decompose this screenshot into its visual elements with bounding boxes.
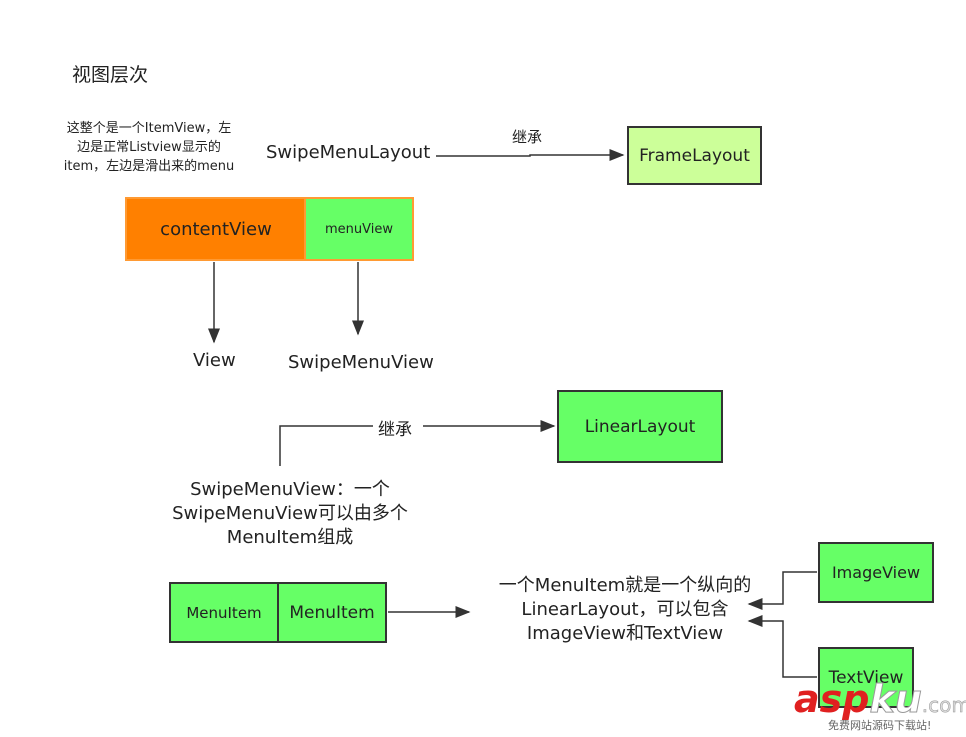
inherit-label-1: 继承	[512, 128, 543, 146]
menuitem-box-1: MenuItem	[169, 582, 279, 643]
note-line-3: item，左边是滑出来的menu	[63, 159, 235, 174]
swipemenuview-desc: SwipeMenuView：一个 SwipeMenuView可以由多个 Menu…	[145, 478, 435, 550]
note-line-1: 这整个是一个ItemView，左	[66, 121, 232, 136]
swipe-desc-line-1: SwipeMenuView：一个	[190, 479, 390, 500]
menuitem-label-2: MenuItem	[289, 602, 375, 623]
linearlayout-box: LinearLayout	[557, 390, 723, 463]
menuitem-desc-line-2: LinearLayout，可以包含	[521, 599, 729, 620]
menuitem-desc-line-1: 一个MenuItem就是一个纵向的	[498, 575, 752, 596]
swipemenuview-label: SwipeMenuView	[288, 352, 434, 373]
inherit-arrow-1	[436, 149, 625, 161]
menuitem-label-1: MenuItem	[186, 603, 262, 622]
swipe-desc-line-2: SwipeMenuView可以由多个	[172, 503, 408, 524]
menuview-label: menuView	[325, 221, 393, 237]
inherit-label-2: 继承	[378, 420, 412, 440]
itemview-note: 这整个是一个ItemView，左 边是正常Listview显示的 item，左边…	[40, 119, 258, 176]
note-line-2: 边是正常Listview显示的	[77, 140, 221, 155]
textview-box: TextView	[818, 647, 914, 708]
watermark-logo: aspku.com 免费网站源码下载站!	[794, 679, 966, 735]
framelayout-label: FrameLayout	[639, 145, 750, 166]
textview-label: TextView	[828, 667, 904, 688]
watermark-domain: .com	[921, 693, 966, 718]
menuitem-desc: 一个MenuItem就是一个纵向的 LinearLayout，可以包含 Imag…	[478, 574, 772, 646]
watermark-brand: aspku.com	[794, 679, 966, 725]
arrow-imageview-to-desc	[747, 571, 817, 610]
menuitem-desc-line-3: ImageView和TextView	[526, 623, 724, 644]
view-label: View	[193, 350, 236, 371]
watermark-brand-a: asp	[794, 677, 870, 721]
inherit-arrow-2	[279, 425, 373, 466]
linearlayout-label: LinearLayout	[584, 416, 696, 437]
swipemenulayout-label: SwipeMenuLayout	[266, 142, 431, 163]
swipe-desc-line-3: MenuItem组成	[226, 527, 354, 548]
watermark-brand-b: ku	[869, 677, 922, 721]
imageview-label: ImageView	[831, 563, 921, 582]
imageview-box: ImageView	[818, 542, 934, 603]
diagram-title: 视图层次	[72, 64, 149, 86]
menuitem-box-2: MenuItem	[277, 582, 387, 643]
contentview-label: contentView	[160, 218, 272, 240]
framelayout-box: FrameLayout	[627, 126, 762, 185]
contentview-box: contentView	[125, 197, 305, 261]
arrow-textview-to-desc	[747, 615, 817, 678]
watermark-sub: 免费网站源码下载站!	[828, 719, 932, 732]
menuview-box: menuView	[304, 197, 414, 261]
